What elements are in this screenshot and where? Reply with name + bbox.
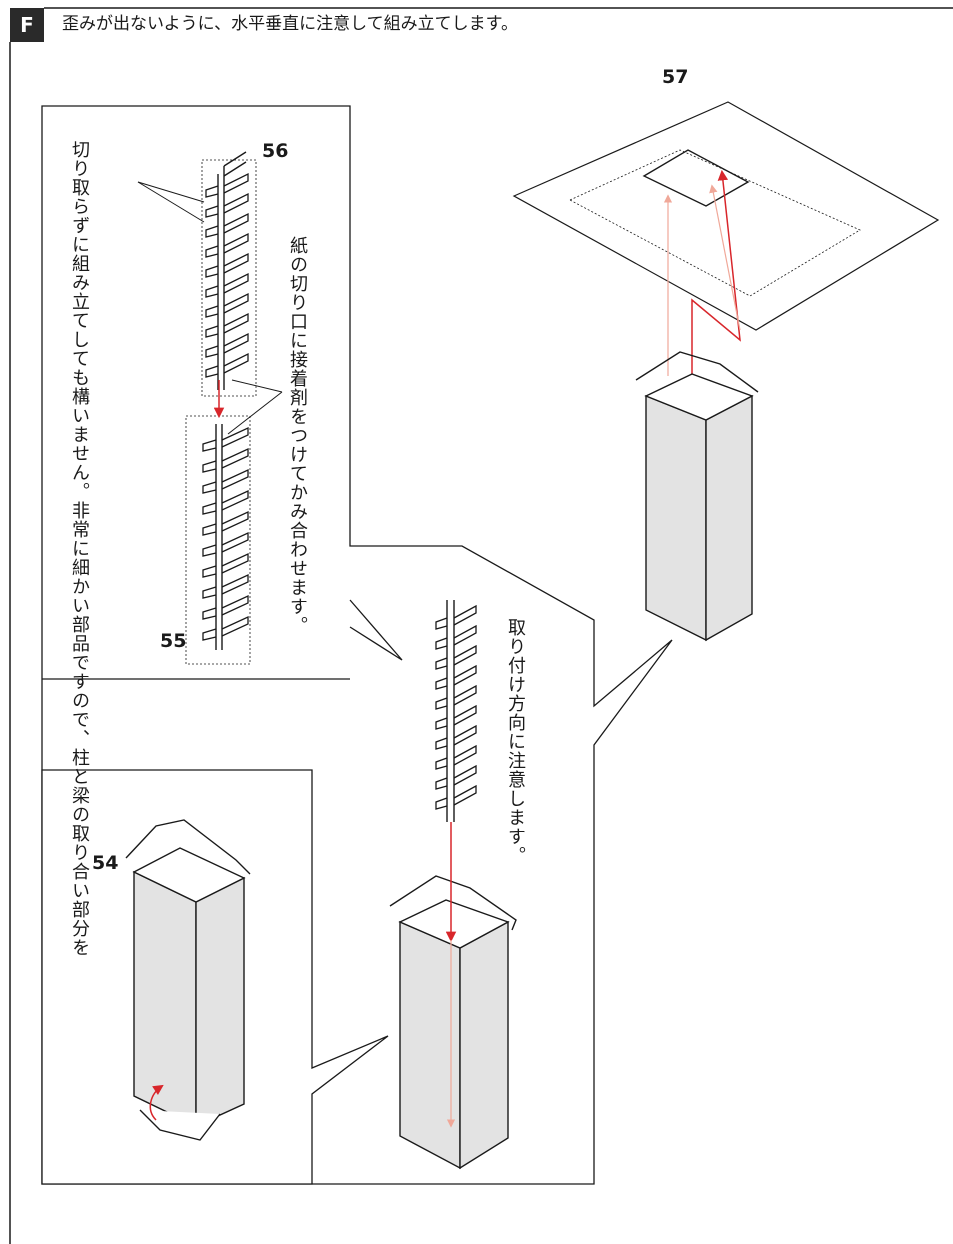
comb-tooth — [435, 784, 477, 810]
comb-tooth — [435, 764, 477, 790]
step-letter-badge: F — [10, 8, 44, 42]
callout-pointer-notes — [349, 599, 403, 661]
column-57 — [635, 351, 759, 642]
comb-tooth — [202, 510, 249, 536]
comb-tooth — [202, 447, 249, 473]
comb-tooth — [202, 426, 249, 452]
arrow-column-to-57 — [691, 169, 741, 400]
comb-tooth — [435, 684, 477, 710]
leader-lines — [137, 181, 283, 435]
comb-tooth — [205, 272, 249, 298]
part-label-54: 54 — [92, 852, 119, 874]
combined-teeth — [435, 604, 477, 810]
notes-panel — [41, 105, 673, 1185]
part-label-55: 55 — [160, 630, 187, 652]
comb-tooth — [205, 212, 249, 238]
comb-tooth — [202, 552, 249, 578]
comb-tooth — [435, 624, 477, 650]
page-frame — [9, 7, 953, 1244]
note-orientation: 取り付け方向に注意します。 — [505, 618, 526, 865]
comb-tooth — [202, 531, 249, 557]
part-label-57: 57 — [662, 66, 689, 88]
note-glue: 紙の切り口に接着剤をつけてかみ合わせます。 — [287, 236, 308, 635]
comb-tooth — [202, 468, 249, 494]
part55-teeth — [202, 426, 249, 641]
note-fine-parts-line2: 切り取らずに組み立てしても構いません。 — [69, 140, 90, 501]
comb-tooth — [202, 573, 249, 599]
comb-tooth — [435, 744, 477, 770]
comb-tooth — [205, 332, 249, 358]
part-label-56: 56 — [262, 140, 289, 162]
comb-tooth — [205, 312, 249, 338]
note-fine-parts: 切り取らずに組み立てしても構いません。非常に細かい部品ですので、柱と梁の取り合い… — [64, 140, 94, 957]
comb-tooth — [205, 192, 249, 218]
comb-tooth — [435, 704, 477, 730]
comb-tooth — [205, 292, 249, 318]
comb-tooth — [205, 352, 249, 378]
comb-tooth — [435, 724, 477, 750]
step-instruction: 歪みが出ないように、水平垂直に注意して組み立てします。 — [62, 14, 518, 34]
note-fine-parts-line1: 非常に細かい部品ですので、柱と梁の取り合い部分を — [69, 501, 90, 957]
comb-tooth — [205, 172, 249, 198]
comb-tooth — [202, 489, 249, 515]
column-center — [389, 875, 517, 1170]
arrow-57-guide-b — [709, 184, 741, 331]
comb-tooth — [202, 615, 249, 641]
comb-tooth — [435, 644, 477, 670]
comb-tooth — [205, 232, 249, 258]
comb-tooth — [202, 594, 249, 620]
column-54 — [125, 819, 251, 1141]
comb-tooth — [205, 252, 249, 278]
comb-tooth — [435, 604, 477, 630]
part56-teeth — [205, 172, 249, 378]
comb-tooth — [435, 664, 477, 690]
combined-comb — [446, 600, 455, 822]
